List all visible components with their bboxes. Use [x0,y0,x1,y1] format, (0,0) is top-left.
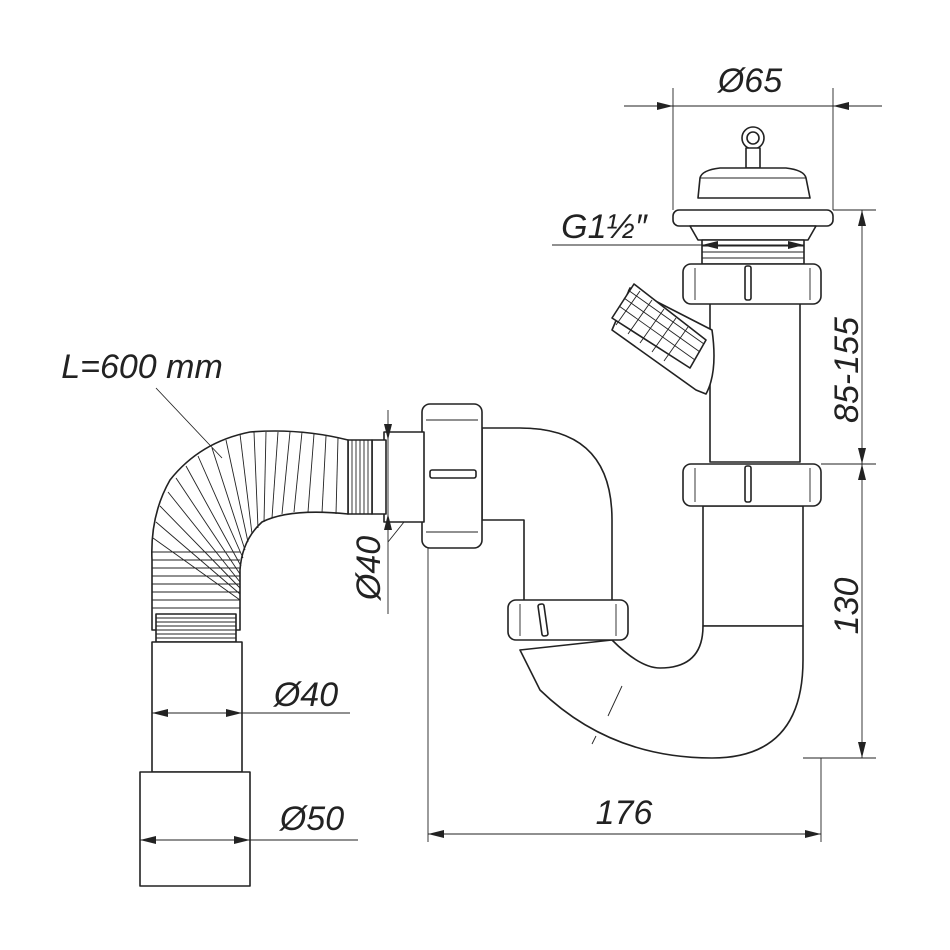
inlet-elbow [481,427,613,605]
dimensions [140,88,882,844]
strainer-plug [697,126,811,199]
height-trap-label: 130 [828,578,866,635]
vertical-pipe [702,301,804,627]
thread-label: G1½″ [561,208,648,246]
outlet-diameter-40-label: Ø40 [273,676,338,714]
inlet-nut [421,403,483,549]
lower-nut [507,599,629,641]
top-diameter-label: Ø65 [717,62,782,100]
hose-ribs [152,431,339,609]
width-label: 176 [596,794,653,832]
middle-nut [682,463,822,507]
u-bend [519,625,804,759]
outlet-diameter-50-label: Ø50 [279,800,344,838]
upper-nut [682,263,822,305]
hose-length-label: L=600 mm [61,348,223,386]
inlet-sleeve [371,431,425,523]
height-adjust-label: 85-155 [828,317,866,423]
inlet-diameter-label: Ø40 [350,536,388,601]
outlet-adapter [139,641,251,887]
flange [672,209,834,265]
corrugated-hose [151,430,373,643]
overflow-nozzle [611,283,715,395]
